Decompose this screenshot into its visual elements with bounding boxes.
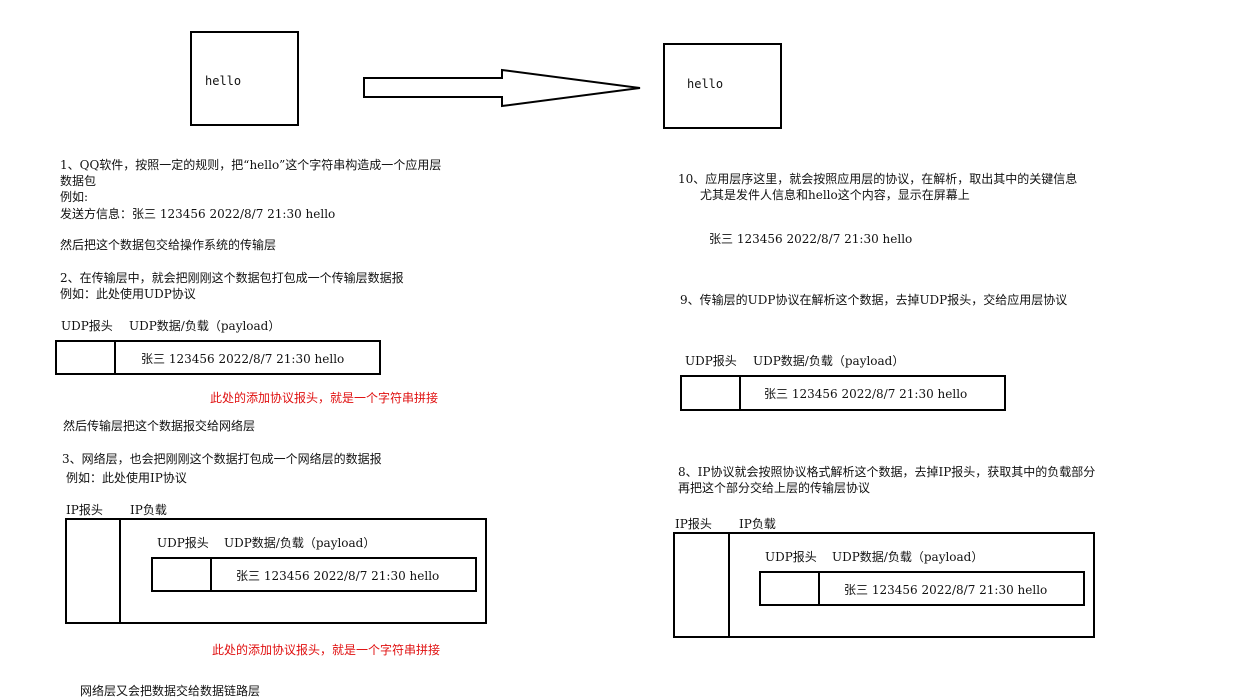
step1-then: 然后把这个数据包交给操作系统的传输层	[60, 238, 277, 252]
udp-datagram-box	[55, 340, 381, 375]
ip-header-label: IP报头	[66, 503, 103, 517]
r-udp-datagram-box	[680, 375, 1006, 411]
step9: 9、传输层的UDP协议在解析这个数据，去掉UDP报头，交给应用层协议	[680, 293, 1068, 307]
r-ip-udp-header-label: UDP报头	[765, 550, 817, 564]
udp-header-divider	[114, 340, 116, 375]
sender-hello-box	[190, 31, 299, 126]
receiver-hello-box	[663, 43, 782, 129]
ip-payload-label: IP负载	[130, 503, 167, 517]
r-ip-udp-payload-label: UDP数据/负载（payload）	[832, 550, 984, 564]
r-udp-payload-label: UDP数据/负载（payload）	[753, 354, 905, 368]
receiver-hello-text: hello	[687, 77, 724, 91]
step3-then: 网络层又会把数据交给数据链路层	[80, 684, 261, 698]
step8-line2: 再把这个部分交给上层的传输层协议	[678, 481, 871, 495]
ip-udp-payload-text: 张三 123456 2022/8/7 21:30 hello	[236, 569, 440, 583]
step10-line1: 10、应用层序这里，就会按照应用层的协议，在解析，取出其中的关键信息	[678, 172, 1078, 186]
ip-inner-udp-divider	[210, 557, 212, 592]
udp-header-label: UDP报头	[61, 319, 113, 333]
r-ip-udp-payload-text: 张三 123456 2022/8/7 21:30 hello	[844, 583, 1048, 597]
r-ip-inner-udp-box	[759, 571, 1085, 606]
r-udp-header-divider	[739, 375, 741, 411]
ip-udp-payload-label: UDP数据/负载（payload）	[224, 536, 376, 550]
udp-payload-text: 张三 123456 2022/8/7 21:30 hello	[141, 352, 345, 366]
step2-line2: 例如：此处使用UDP协议	[60, 287, 196, 301]
step1-line2: 数据包	[60, 174, 97, 188]
sender-hello-text: hello	[205, 74, 242, 88]
note-header-concat-1: 此处的添加协议报头，就是一个字符串拼接	[210, 391, 439, 405]
ip-udp-header-label: UDP报头	[157, 536, 209, 550]
r-udp-header-label: UDP报头	[685, 354, 737, 368]
step10-result: 张三 123456 2022/8/7 21:30 hello	[709, 232, 913, 246]
step3-line2: 例如：此处使用IP协议	[66, 471, 187, 485]
r-ip-header-divider	[728, 532, 730, 638]
step3-line1: 3、网络层，也会把刚刚这个数据打包成一个网络层的数据报	[62, 452, 382, 466]
step8-line1: 8、IP协议就会按照协议格式解析这个数据，去掉IP报头，获取其中的负载部分	[678, 465, 1096, 479]
step1-line1: 1、QQ软件，按照一定的规则，把“hello”这个字符串构造成一个应用层	[60, 158, 442, 172]
ip-inner-udp-box	[151, 557, 477, 592]
r-ip-payload-label: IP负载	[739, 517, 776, 531]
step10-line2: 尤其是发件人信息和hello这个内容，显示在屏幕上	[700, 188, 970, 202]
r-udp-payload-text: 张三 123456 2022/8/7 21:30 hello	[764, 387, 968, 401]
note-header-concat-2: 此处的添加协议报头，就是一个字符串拼接	[212, 643, 441, 657]
ip-header-divider	[119, 518, 121, 624]
step1-example: 发送方信息：张三 123456 2022/8/7 21:30 hello	[60, 207, 336, 221]
step2-then: 然后传输层把这个数据报交给网络层	[63, 419, 256, 433]
r-ip-header-label: IP报头	[675, 517, 712, 531]
step2-line1: 2、在传输层中，就会把刚刚这个数据包打包成一个传输层数据报	[60, 271, 404, 285]
step1-example-label: 例如:	[60, 190, 89, 204]
udp-payload-label: UDP数据/负载（payload）	[129, 319, 281, 333]
r-ip-inner-udp-divider	[818, 571, 820, 606]
